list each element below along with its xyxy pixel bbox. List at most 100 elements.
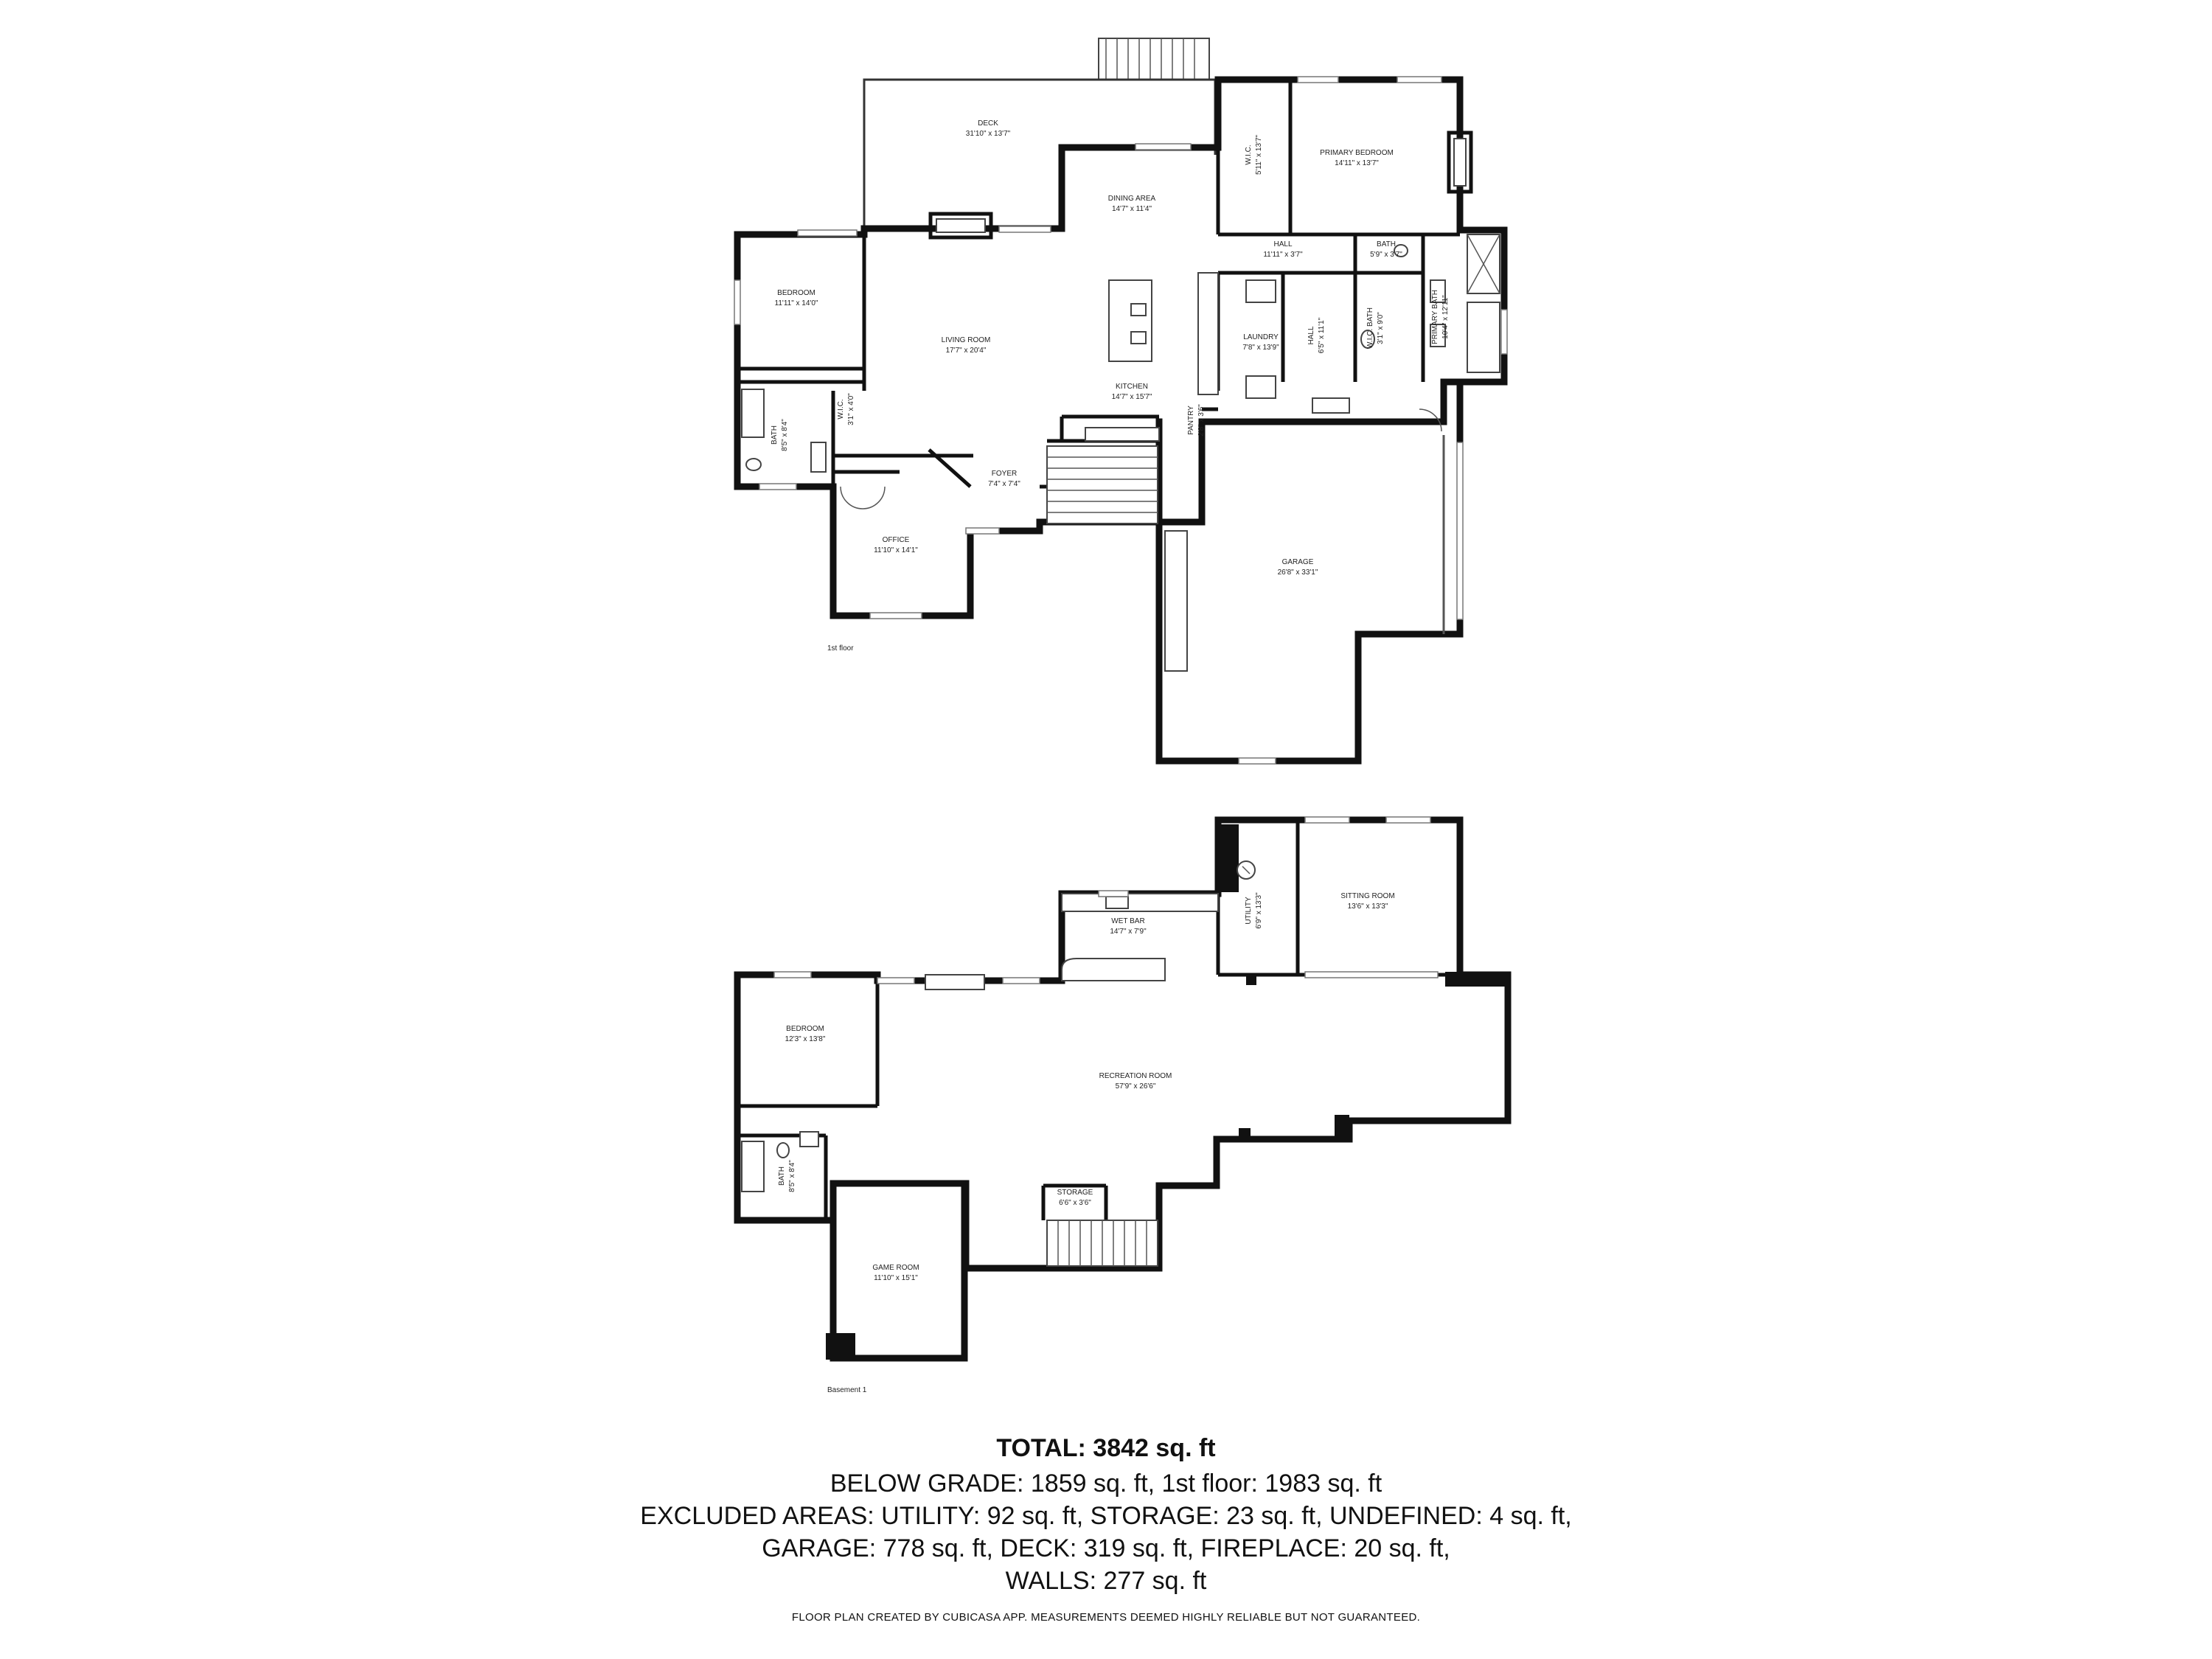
area-line-1: BELOW GRADE: 1859 sq. ft, 1st floor: 198…	[830, 1470, 1382, 1498]
svg-text:STORAGE: STORAGE	[1057, 1189, 1093, 1197]
svg-text:WET BAR: WET BAR	[1111, 917, 1144, 925]
svg-text:13'6" x 13'3": 13'6" x 13'3"	[1348, 902, 1388, 911]
room-garage: GARAGE 26'8" x 33'1"	[1278, 558, 1318, 577]
svg-text:31'10" x 13'7": 31'10" x 13'7"	[966, 130, 1011, 138]
svg-text:14'11" x 13'7": 14'11" x 13'7"	[1335, 159, 1379, 167]
svg-text:12'3" x 13'8": 12'3" x 13'8"	[785, 1035, 826, 1043]
room-sitting-room: SITTING ROOM 13'6" x 13'3"	[1340, 892, 1394, 911]
room-dining-area: DINING AREA 14'7" x 11'4"	[1108, 195, 1156, 213]
svg-text:W.I.C.: W.I.C.	[837, 399, 845, 419]
garage-wall	[1155, 378, 1464, 765]
svg-text:GAME ROOM: GAME ROOM	[872, 1264, 919, 1272]
deck-area	[863, 38, 1217, 229]
svg-text:6'5" x 11'1": 6'5" x 11'1"	[1318, 317, 1326, 353]
total-area: TOTAL: 3842 sq. ft	[996, 1434, 1216, 1462]
wet-bar-counter	[1061, 893, 1219, 912]
svg-text:W.I.C.: W.I.C.	[1245, 145, 1253, 164]
svg-text:BATH: BATH	[1377, 240, 1396, 248]
svg-text:LIVING ROOM: LIVING ROOM	[942, 336, 991, 344]
svg-text:10'4" x 12'11": 10'4" x 12'11"	[1441, 295, 1450, 339]
svg-text:OFFICE: OFFICE	[883, 536, 910, 544]
basement-stairs	[1046, 1220, 1158, 1267]
svg-text:14'7" x 7'9": 14'7" x 7'9"	[1110, 928, 1147, 936]
svg-text:HALL: HALL	[1307, 326, 1315, 344]
room-recreation-room: RECREATION ROOM 57'9" x 26'6"	[1099, 1072, 1172, 1091]
svg-text:14'7" x 11'4": 14'7" x 11'4"	[1112, 205, 1152, 213]
room-kitchen: KITCHEN 14'7" x 15'7"	[1112, 383, 1152, 401]
svg-text:BATH: BATH	[771, 425, 779, 445]
room-bath-small: BATH 5'9" x 3'7"	[1370, 240, 1402, 259]
svg-text:6'6" x 3'6": 6'6" x 3'6"	[1059, 1199, 1091, 1207]
basement-windows	[773, 816, 1439, 984]
svg-text:KITCHEN: KITCHEN	[1116, 383, 1148, 391]
svg-text:3'1" x 9'0": 3'1" x 9'0"	[1377, 312, 1385, 344]
svg-text:26'8" x 33'1": 26'8" x 33'1"	[1278, 568, 1318, 577]
room-wic-small: W.I.C.3'1" x 4'0"	[837, 393, 855, 425]
area-line-3: GARAGE: 778 sq. ft, DECK: 319 sq. ft, FI…	[762, 1534, 1450, 1562]
svg-text:14'7" x 15'7": 14'7" x 15'7"	[1112, 393, 1152, 401]
svg-text:GARAGE: GARAGE	[1282, 558, 1314, 566]
washer	[1245, 279, 1276, 303]
room-wic: W.I.C.5'11" x 13'7"	[1245, 135, 1263, 175]
area-line-2: EXCLUDED AREAS: UTILITY: 92 sq. ft, STOR…	[640, 1502, 1572, 1530]
svg-text:11'10" x 14'1": 11'10" x 14'1"	[874, 546, 918, 554]
primary-tub	[1467, 302, 1500, 373]
deck-stairs	[1098, 38, 1210, 80]
room-bedroom-b: BEDROOM 12'3" x 13'8"	[785, 1025, 826, 1043]
floor-label-first: 1st floor	[827, 644, 854, 653]
room-storage: STORAGE 6'6" x 3'6"	[1057, 1189, 1093, 1207]
svg-text:PRIMARY BATH: PRIMARY BATH	[1431, 290, 1439, 344]
disclaimer: FLOOR PLAN CREATED BY CUBICASA APP. MEAS…	[791, 1611, 1421, 1624]
svg-text:PANTRY: PANTRY	[1187, 406, 1195, 435]
svg-text:SITTING ROOM: SITTING ROOM	[1340, 892, 1394, 900]
basement-interior-walls	[737, 820, 1460, 1220]
svg-text:3'1" x 4'0": 3'1" x 4'0"	[847, 393, 855, 425]
svg-text:DINING AREA: DINING AREA	[1108, 195, 1156, 203]
svg-text:BEDROOM: BEDROOM	[777, 289, 815, 297]
svg-text:11'11" x 14'0": 11'11" x 14'0"	[775, 299, 818, 307]
svg-text:BEDROOM: BEDROOM	[786, 1025, 824, 1033]
svg-text:2'8" x 3'6": 2'8" x 3'6"	[1197, 404, 1206, 437]
svg-text:5'9" x 3'7": 5'9" x 3'7"	[1370, 251, 1402, 259]
first-floor-interior-walls	[737, 80, 1460, 489]
room-primary-bedroom: PRIMARY BEDROOM 14'11" x 13'7"	[1320, 149, 1394, 167]
svg-text:8'5" x 8'4": 8'5" x 8'4"	[781, 419, 789, 451]
kitchen-island	[1108, 279, 1152, 362]
living-fireplace	[928, 212, 993, 240]
svg-text:FOYER: FOYER	[992, 470, 1017, 478]
bathtub-1	[741, 389, 765, 438]
svg-text:RECREATION ROOM: RECREATION ROOM	[1099, 1072, 1172, 1080]
area-line-4: WALLS: 277 sq. ft	[1005, 1567, 1207, 1595]
svg-text:17'7" x 20'4": 17'7" x 20'4"	[946, 347, 987, 355]
first-floor-windows	[734, 76, 1508, 765]
svg-text:PRIMARY BEDROOM: PRIMARY BEDROOM	[1320, 149, 1394, 157]
svg-text:5'11" x 13'7": 5'11" x 13'7"	[1255, 135, 1263, 175]
svg-text:6'9" x 13'3": 6'9" x 13'3"	[1255, 892, 1263, 929]
svg-text:8'5" x 8'4": 8'5" x 8'4"	[788, 1160, 796, 1192]
main-stairs	[1046, 445, 1158, 524]
svg-text:7'8" x 13'9": 7'8" x 13'9"	[1242, 344, 1279, 352]
room-bedroom-1: BEDROOM 11'11" x 14'0"	[775, 289, 818, 307]
dryer	[1245, 375, 1276, 399]
bathtub-b	[741, 1141, 765, 1192]
room-wet-bar: WET BAR 14'7" x 7'9"	[1110, 917, 1147, 936]
svg-text:57'9" x 26'6": 57'9" x 26'6"	[1116, 1082, 1156, 1091]
kitchen-counter	[1197, 272, 1219, 395]
basement-fireplace	[925, 974, 985, 990]
svg-text:BATH: BATH	[778, 1166, 786, 1186]
room-living-room: LIVING ROOM 17'7" x 20'4"	[942, 336, 991, 355]
